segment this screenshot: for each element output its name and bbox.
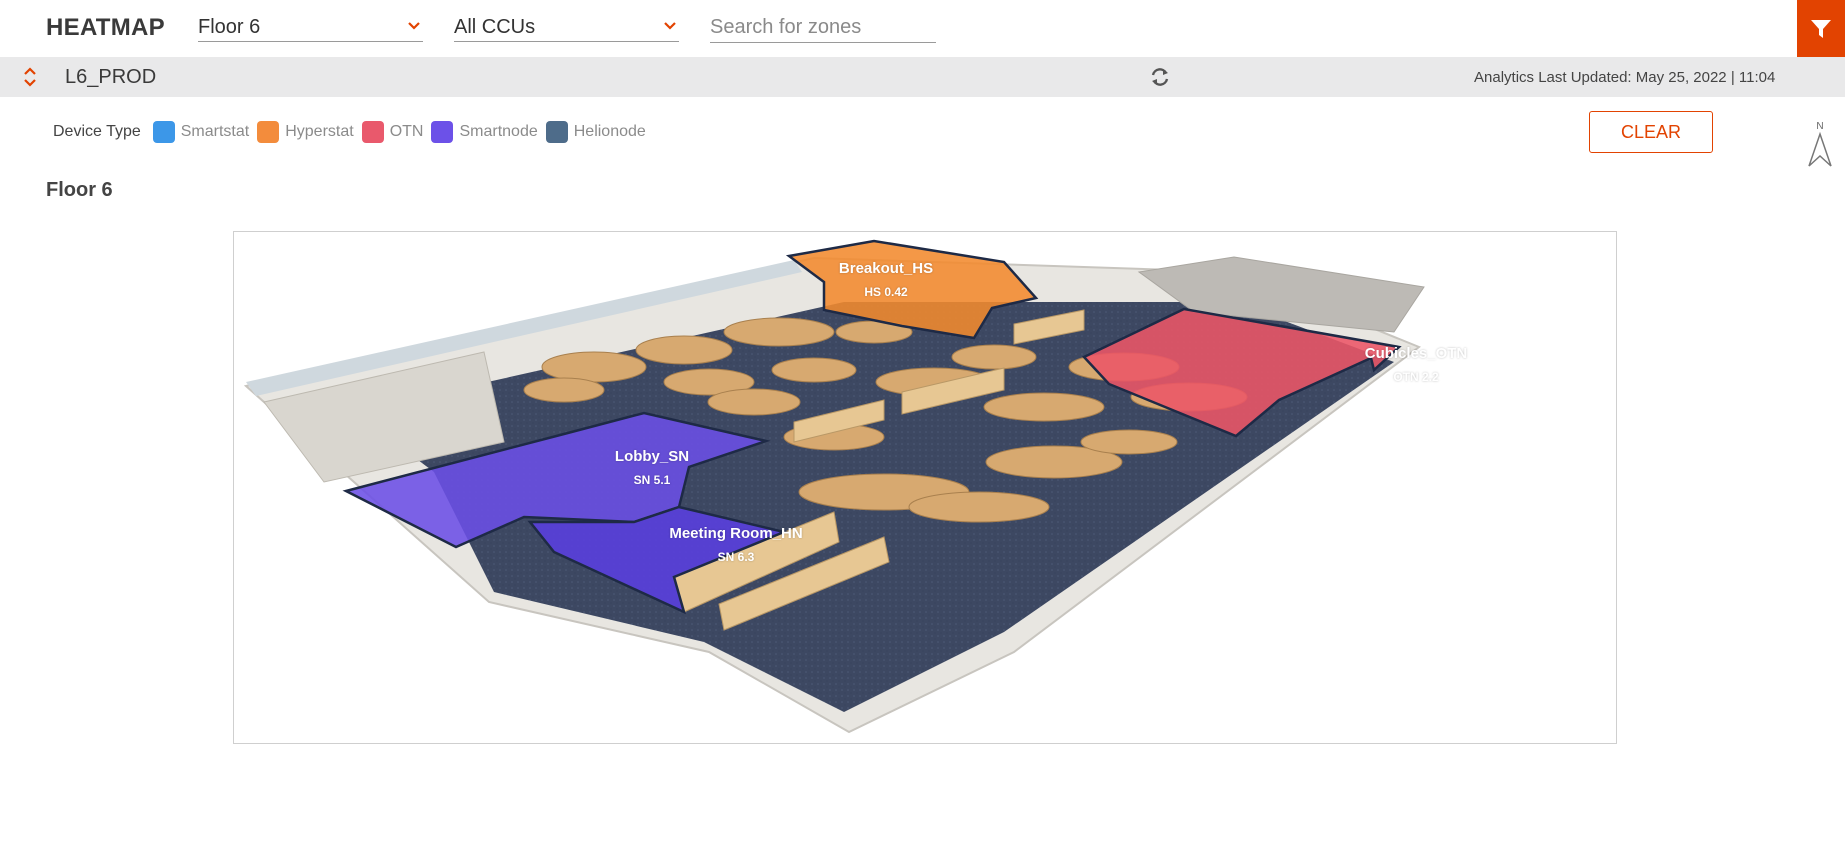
zone-area-breakout-hs — [785, 239, 1039, 340]
north-label: N — [1816, 121, 1823, 132]
storage-cabinets — [673, 309, 1085, 631]
legend-item-smartstat[interactable]: Smartstat — [152, 121, 250, 143]
legend-swatch — [361, 121, 384, 143]
filter-icon — [1811, 19, 1831, 38]
north-arrow-icon: N — [1808, 121, 1832, 167]
legend-title: Device Type — [53, 123, 141, 140]
ccu-select-value: All CCUs — [454, 16, 536, 38]
zone-lobby-sn[interactable]: Lobby_SN SN 5.1 — [615, 448, 689, 487]
floor-select-value: Floor 6 — [198, 16, 261, 38]
floor-select[interactable]: Floor 6 — [198, 12, 423, 42]
zone-area-lobby-sn — [342, 411, 771, 549]
legend-item-otn[interactable]: OTN — [361, 121, 424, 143]
legend-item-smartnode[interactable]: Smartnode — [431, 121, 538, 143]
legend-label: OTN — [389, 123, 424, 140]
chevron-down-icon — [408, 22, 420, 30]
device-type-legend: Device Type Smartstat Hyperstat OTN Smar… — [53, 120, 654, 144]
zone-name: Meeting Room_HN — [669, 525, 803, 542]
zone-area-meeting-room-hn — [527, 505, 789, 615]
legend-label: Smartstat — [180, 123, 250, 140]
legend-swatch — [152, 121, 175, 143]
zone-cubicles-otn[interactable]: Cubicles_OTN OTN 2.2 — [1365, 345, 1468, 384]
ccu-select[interactable]: All CCUs — [454, 12, 679, 42]
floor-title: Floor 6 — [46, 179, 113, 201]
site-name: L6_PROD — [65, 66, 157, 88]
zone-value: SN 5.1 — [633, 473, 671, 487]
top-bar: HEATMAP Floor 6 All CCUs — [0, 0, 1845, 57]
floor-plan-map[interactable]: Breakout_HS HS 0.42 Cubicles_OTN OTN 2.2… — [233, 231, 1617, 744]
zone-name: Cubicles_OTN — [1364, 345, 1468, 362]
legend-label: Helionode — [573, 123, 646, 140]
legend-item-hyperstat[interactable]: Hyperstat — [257, 121, 354, 143]
refresh-icon[interactable] — [1149, 66, 1171, 88]
zone-breakout-hs[interactable]: Breakout_HS HS 0.42 — [839, 260, 933, 299]
zone-name: Lobby_SN — [614, 448, 690, 465]
zone-value: HS 0.42 — [864, 285, 908, 299]
legend-swatch — [431, 121, 454, 143]
site-bar: L6_PROD Analytics Last Updated: May 25, … — [0, 57, 1845, 97]
zone-search-input[interactable] — [710, 12, 936, 43]
analytics-last-updated: Analytics Last Updated: May 25, 2022 | 1… — [1474, 69, 1776, 86]
zone-name: Breakout_HS — [838, 260, 934, 277]
zone-meeting-room-hn[interactable]: Meeting Room_HN SN 6.3 — [669, 525, 802, 564]
floor-plan-image — [243, 239, 1425, 734]
clear-button[interactable]: CLEAR — [1589, 111, 1713, 153]
zone-value: OTN 2.2 — [1393, 370, 1439, 384]
chevron-down-icon — [664, 22, 676, 30]
legend-swatch — [257, 121, 280, 143]
legend-item-helionode[interactable]: Helionode — [545, 121, 646, 143]
filter-button[interactable] — [1797, 0, 1845, 57]
zone-value: SN 6.3 — [717, 550, 755, 564]
zone-area-cubicles-otn — [1081, 307, 1402, 438]
legend-label: Hyperstat — [285, 123, 354, 140]
app-title: HEATMAP — [46, 14, 165, 41]
sort-toggle-icon[interactable] — [23, 66, 37, 88]
legend-swatch — [545, 121, 568, 143]
legend-label: Smartnode — [459, 123, 538, 140]
